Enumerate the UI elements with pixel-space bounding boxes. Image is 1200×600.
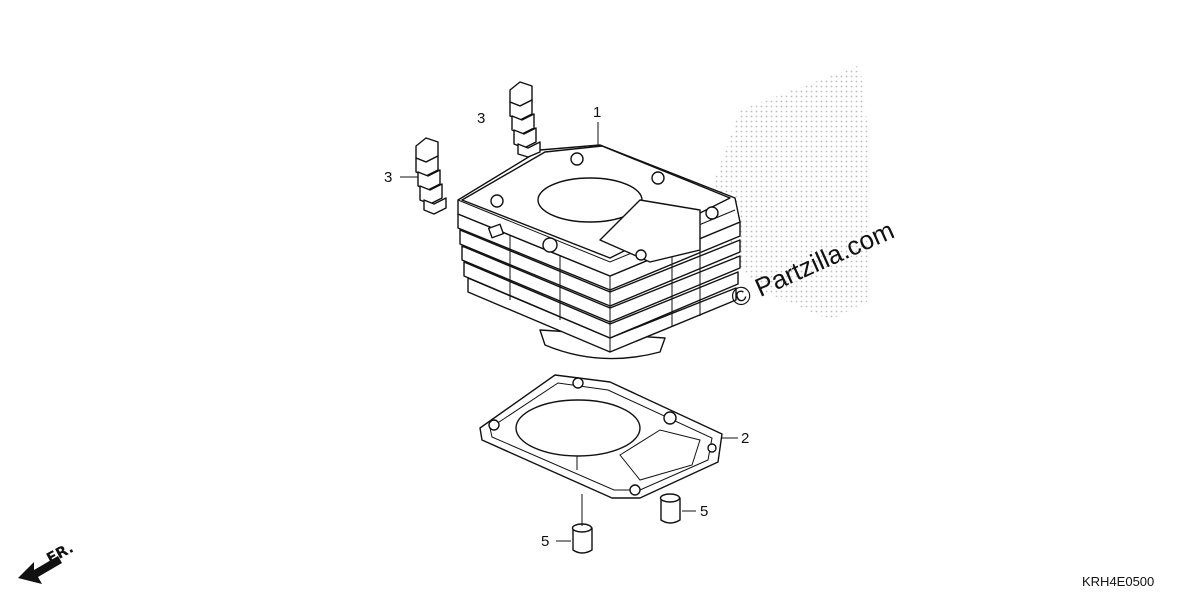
dowel-pin-right[interactable] bbox=[659, 493, 681, 524]
callout-3-top: 3 bbox=[477, 110, 485, 127]
fin-damper-top[interactable] bbox=[509, 81, 541, 158]
diagram-code: KRH4E0500 bbox=[1082, 574, 1154, 589]
cylinder-part[interactable] bbox=[457, 144, 741, 360]
stipple-shading bbox=[700, 65, 870, 320]
front-direction-arrow-icon bbox=[18, 556, 62, 584]
callout-3-left: 3 bbox=[384, 169, 392, 186]
callout-2: 2 bbox=[741, 430, 749, 447]
callout-5-right: 5 bbox=[700, 503, 708, 520]
callout-5-left: 5 bbox=[541, 533, 549, 550]
gasket-part[interactable] bbox=[479, 374, 723, 499]
callout-1: 1 bbox=[593, 104, 601, 121]
dowel-pin-left[interactable] bbox=[571, 523, 593, 554]
fin-damper-left[interactable] bbox=[415, 137, 447, 215]
